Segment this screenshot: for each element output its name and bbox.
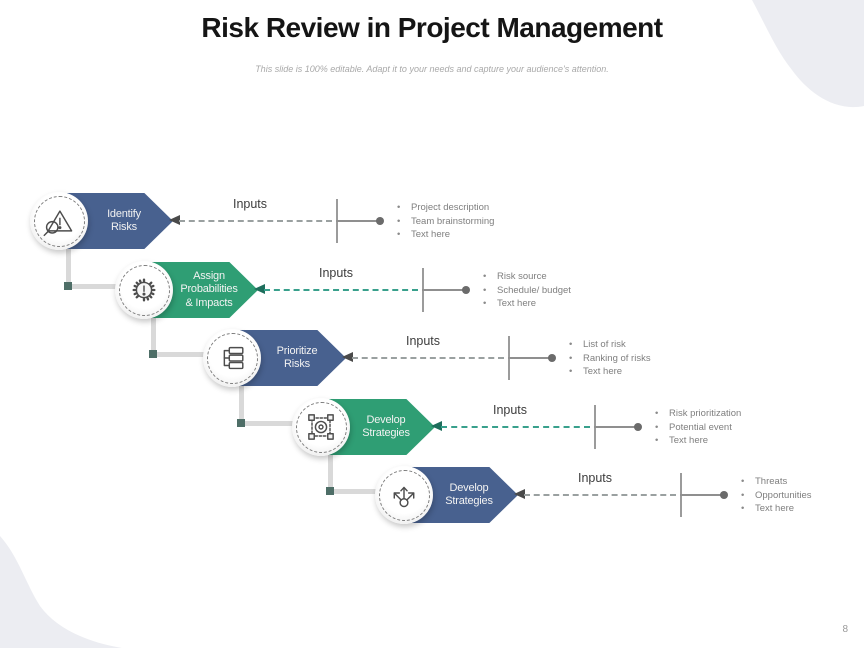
inputs-arrow bbox=[352, 357, 504, 359]
inputs-arrowhead bbox=[431, 421, 442, 431]
bullet-item: Risk source bbox=[483, 270, 571, 284]
lead-dot bbox=[376, 217, 384, 225]
inputs-arrow bbox=[524, 494, 676, 496]
lead-line bbox=[680, 494, 724, 496]
inputs-arrowhead bbox=[514, 489, 525, 499]
bullet-item: Ranking of risks bbox=[569, 352, 651, 366]
lead-dot bbox=[634, 423, 642, 431]
bullet-text: Opportunities bbox=[755, 489, 812, 501]
step-icon-badge bbox=[30, 192, 88, 250]
connector-elbow bbox=[64, 282, 72, 290]
step-label: Assign Probabilities & Impacts bbox=[180, 269, 238, 309]
inputs-arrow bbox=[264, 289, 418, 291]
step-icon-badge bbox=[203, 329, 261, 387]
split-arrows-icon bbox=[393, 486, 415, 508]
bullet-text: Project description bbox=[411, 202, 490, 213]
slide-subtitle: This slide is 100% editable. Adapt it to… bbox=[255, 64, 609, 74]
step-label: Develop Strategies bbox=[362, 413, 410, 440]
inputs-label: Inputs bbox=[492, 403, 528, 417]
inputs-arrowhead bbox=[254, 284, 265, 294]
bullet-list: List of risk Ranking of risks Text here bbox=[569, 338, 651, 379]
inputs-label: Inputs bbox=[318, 266, 354, 280]
bullet-list: Risk prioritization Potential event Text… bbox=[655, 407, 741, 448]
bullet-item: Text here bbox=[741, 502, 812, 516]
bullet-item: Project description bbox=[397, 201, 494, 215]
bullet-text: Team brainstorming bbox=[411, 215, 495, 227]
connector-line bbox=[151, 315, 156, 357]
bullet-text: Ranking of risks bbox=[583, 352, 651, 364]
bullet-item: Text here bbox=[655, 434, 741, 448]
step-icon-badge bbox=[375, 466, 433, 524]
connector-line bbox=[239, 383, 244, 426]
step-label: Prioritize Risks bbox=[276, 344, 318, 371]
slide-title: Risk Review in Project Management bbox=[201, 12, 663, 43]
step-label: Identify Risks bbox=[107, 207, 141, 234]
bullet-item: List of risk bbox=[569, 338, 651, 352]
bullet-text: Risk prioritization bbox=[669, 408, 742, 419]
dashed-ring bbox=[295, 401, 347, 453]
gear-alert-icon bbox=[132, 278, 156, 302]
lead-dot bbox=[720, 491, 728, 499]
bullet-text: Text here bbox=[755, 503, 795, 514]
step-icon-badge bbox=[292, 398, 350, 456]
connector-line bbox=[151, 352, 206, 357]
connector-line bbox=[66, 246, 71, 289]
connector-line bbox=[66, 284, 118, 289]
bullet-item: Schedule/ budget bbox=[483, 284, 571, 298]
bullet-item: Potential event bbox=[655, 421, 741, 435]
bullet-text: Threats bbox=[755, 476, 788, 487]
bullet-text: Schedule/ budget bbox=[497, 284, 571, 296]
lead-line bbox=[508, 357, 552, 359]
bullet-item: Opportunities bbox=[741, 489, 812, 503]
inputs-arrowhead bbox=[169, 215, 180, 225]
connector-elbow bbox=[149, 350, 157, 358]
bullet-text: List of risk bbox=[583, 339, 626, 350]
connector-line bbox=[239, 421, 295, 426]
bullet-text: Text here bbox=[497, 298, 537, 309]
lead-dot bbox=[548, 354, 556, 362]
inputs-label: Inputs bbox=[232, 197, 268, 211]
lead-line bbox=[594, 426, 638, 428]
step-label: Develop Strategies bbox=[445, 481, 493, 508]
inputs-arrow bbox=[179, 220, 332, 222]
bullet-list: Project description Team brainstorming T… bbox=[397, 201, 494, 242]
inputs-label: Inputs bbox=[405, 334, 441, 348]
inputs-arrowhead bbox=[342, 352, 353, 362]
bullet-list: Threats Opportunities Text here bbox=[741, 475, 812, 516]
bullet-item: Team brainstorming bbox=[397, 215, 494, 229]
connector-line bbox=[328, 452, 333, 494]
bullet-text: Text here bbox=[669, 435, 709, 446]
bullet-text: Text here bbox=[411, 229, 451, 240]
inputs-label: Inputs bbox=[577, 471, 613, 485]
bullet-text: Text here bbox=[583, 366, 623, 377]
bullet-list: Risk source Schedule/ budget Text here bbox=[483, 270, 571, 311]
dashed-ring bbox=[378, 469, 430, 521]
bullet-item: Text here bbox=[569, 365, 651, 379]
risk-magnifier-icon bbox=[43, 210, 73, 237]
connector-line bbox=[328, 489, 378, 494]
list-hierarchy-icon bbox=[223, 346, 244, 370]
dashed-ring bbox=[33, 195, 85, 247]
bullet-text: Risk source bbox=[497, 271, 547, 282]
bullet-item: Text here bbox=[397, 228, 494, 242]
corner-blob-bottom-left bbox=[0, 536, 122, 648]
dashed-ring bbox=[118, 264, 170, 316]
connector-elbow bbox=[237, 419, 245, 427]
bullet-item: Text here bbox=[483, 297, 571, 311]
lead-dot bbox=[462, 286, 470, 294]
dashed-ring bbox=[206, 332, 258, 384]
page-number: 8 bbox=[842, 624, 848, 635]
process-target-icon bbox=[308, 414, 334, 440]
bullet-text: Potential event bbox=[669, 421, 732, 433]
bullet-item: Risk prioritization bbox=[655, 407, 741, 421]
inputs-arrow bbox=[441, 426, 590, 428]
lead-line bbox=[422, 289, 466, 291]
step-icon-badge bbox=[115, 261, 173, 319]
lead-line bbox=[336, 220, 380, 222]
bullet-item: Threats bbox=[741, 475, 812, 489]
connector-elbow bbox=[326, 487, 334, 495]
